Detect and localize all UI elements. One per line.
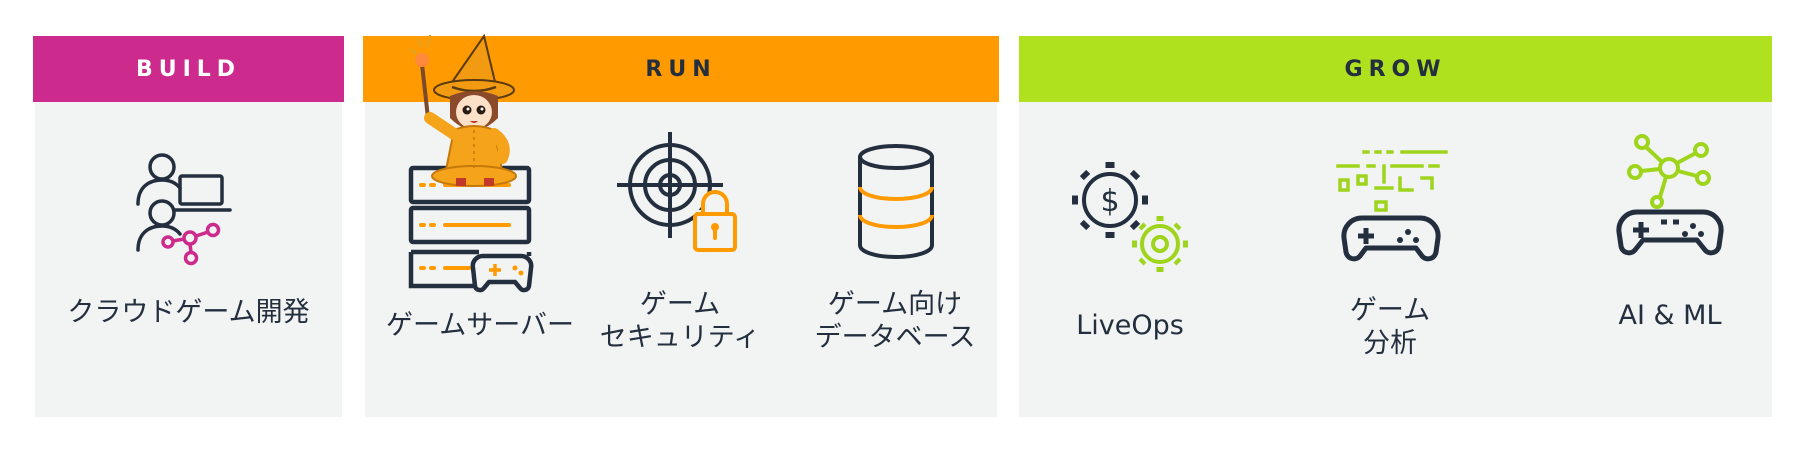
svg-text:$: $ xyxy=(1100,184,1119,219)
grow-header: GROW xyxy=(1019,36,1772,102)
grow-panel xyxy=(1019,100,1772,417)
item-label-cloud-dev: クラウドゲーム開発 xyxy=(67,297,310,328)
build-header: BUILD xyxy=(33,36,344,102)
liveops-gear-icon: $ xyxy=(1072,162,1188,272)
item-label-game-security: ゲーム セキュリティ xyxy=(599,289,761,353)
item-label-liveops: LiveOps xyxy=(1076,310,1184,341)
ai-ml-controller-icon xyxy=(1616,134,1724,256)
build-panel xyxy=(35,100,342,417)
item-label-game-database: ゲーム向け データベース xyxy=(814,289,976,353)
item-label-ai-ml: AI & ML xyxy=(1618,300,1722,331)
item-label-game-server: ゲームサーバー xyxy=(386,310,574,341)
cloud-dev-icon xyxy=(136,153,232,266)
database-icon xyxy=(858,144,934,260)
item-label-game-analytics: ゲーム 分析 xyxy=(1349,295,1431,359)
security-target-icon xyxy=(617,132,737,252)
analytics-controller-icon xyxy=(1336,150,1448,262)
mascot-character-icon xyxy=(408,33,517,187)
